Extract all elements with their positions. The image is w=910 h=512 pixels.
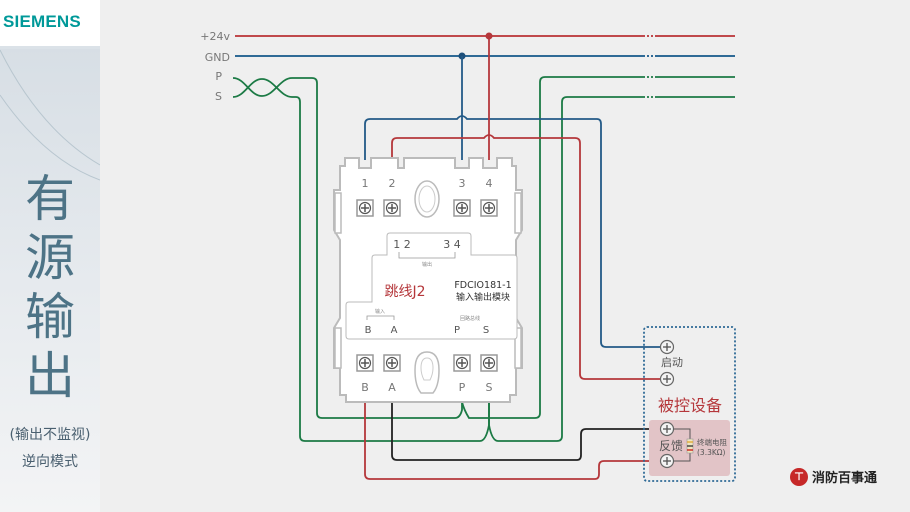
footer-brand-text: 消防百事通 <box>812 471 878 486</box>
wire-24v <box>235 32 735 40</box>
terminal-s-label: S <box>486 381 493 394</box>
device-title: 被控设备 <box>658 396 722 415</box>
title-char: 出 <box>25 347 75 405</box>
screw-terminal-p <box>453 354 471 372</box>
inner-label-p: P <box>454 325 460 336</box>
label-s: S <box>215 90 222 103</box>
screw-terminal-3 <box>453 199 471 217</box>
wire-gnd <box>235 52 735 60</box>
wire-blue-start <box>364 56 660 348</box>
screw-terminal-1 <box>356 199 374 217</box>
wire-red-feedback <box>364 402 660 480</box>
label-24v: +24v <box>200 30 230 43</box>
sidebar: SIEMENS 有 源 输 出 (输出不监视) 逆向模式 <box>0 0 100 512</box>
siemens-logo: SIEMENS <box>3 12 81 31</box>
title-char: 输 <box>25 288 75 346</box>
wire-black-feedback <box>391 402 660 461</box>
feedback-label: 反馈 <box>659 439 683 453</box>
resistor-label: 终端电阻 <box>697 437 727 447</box>
terminal-p-label: P <box>459 381 466 394</box>
jumper-pins-left: 1 2 <box>393 238 411 251</box>
label-p: P <box>215 70 222 83</box>
module-description: 输入输出模块 <box>456 291 510 303</box>
title-char: 有 <box>25 170 75 228</box>
wire-ps-twisted <box>232 77 293 98</box>
wire-s-loop <box>292 96 735 442</box>
jumper-group-label: 输出 <box>422 261 432 268</box>
inner-label-b: B <box>365 325 372 336</box>
logo-bar: SIEMENS <box>0 0 100 49</box>
module-model: FDCIO181-1 <box>454 280 511 291</box>
subtitle-line2: 逆向模式 <box>22 454 78 470</box>
start-terminal-2 <box>659 371 675 387</box>
feedback-terminal-2 <box>659 453 675 469</box>
input-group-label: 输入 <box>375 308 385 315</box>
title-char: 源 <box>25 229 75 287</box>
controlled-device <box>643 326 736 482</box>
terminal-4-label: 4 <box>486 177 493 190</box>
wire-red-start <box>391 36 660 380</box>
resistor-value: (3.3KΩ) <box>697 448 726 457</box>
screw-terminal-4 <box>480 199 498 217</box>
terminal-1-label: 1 <box>362 177 369 190</box>
decorative-arcs <box>0 49 100 181</box>
jumper-j2-label: 跳线J2 <box>384 284 425 300</box>
footer-brand: ⊤ 消防百事通 <box>790 467 877 486</box>
start-label: 启动 <box>661 356 683 369</box>
screw-terminal-b <box>356 354 374 372</box>
start-terminal-1 <box>659 339 675 355</box>
inner-label-s: S <box>483 325 489 336</box>
module-fdcio181 <box>333 157 523 403</box>
terminal-b-label: B <box>361 381 369 394</box>
wire-p-loop <box>292 76 735 419</box>
screw-terminal-2 <box>383 199 401 217</box>
screw-terminal-s <box>480 354 498 372</box>
screw-terminal-a <box>383 354 401 372</box>
subtitle-line1: (输出不监视) <box>9 427 91 443</box>
terminal-3-label: 3 <box>459 177 466 190</box>
fire-hydrant-icon: ⊤ <box>790 467 808 486</box>
page-title: 有 源 输 出 <box>0 170 100 406</box>
terminal-2-label: 2 <box>389 177 396 190</box>
inner-label-a: A <box>391 325 398 336</box>
bus-group-label: 回路总线 <box>460 315 480 322</box>
feedback-terminal-1 <box>659 421 675 437</box>
terminal-a-label: A <box>388 381 396 394</box>
label-gnd: GND <box>205 51 230 64</box>
jumper-pins-right: 3 4 <box>443 238 461 251</box>
